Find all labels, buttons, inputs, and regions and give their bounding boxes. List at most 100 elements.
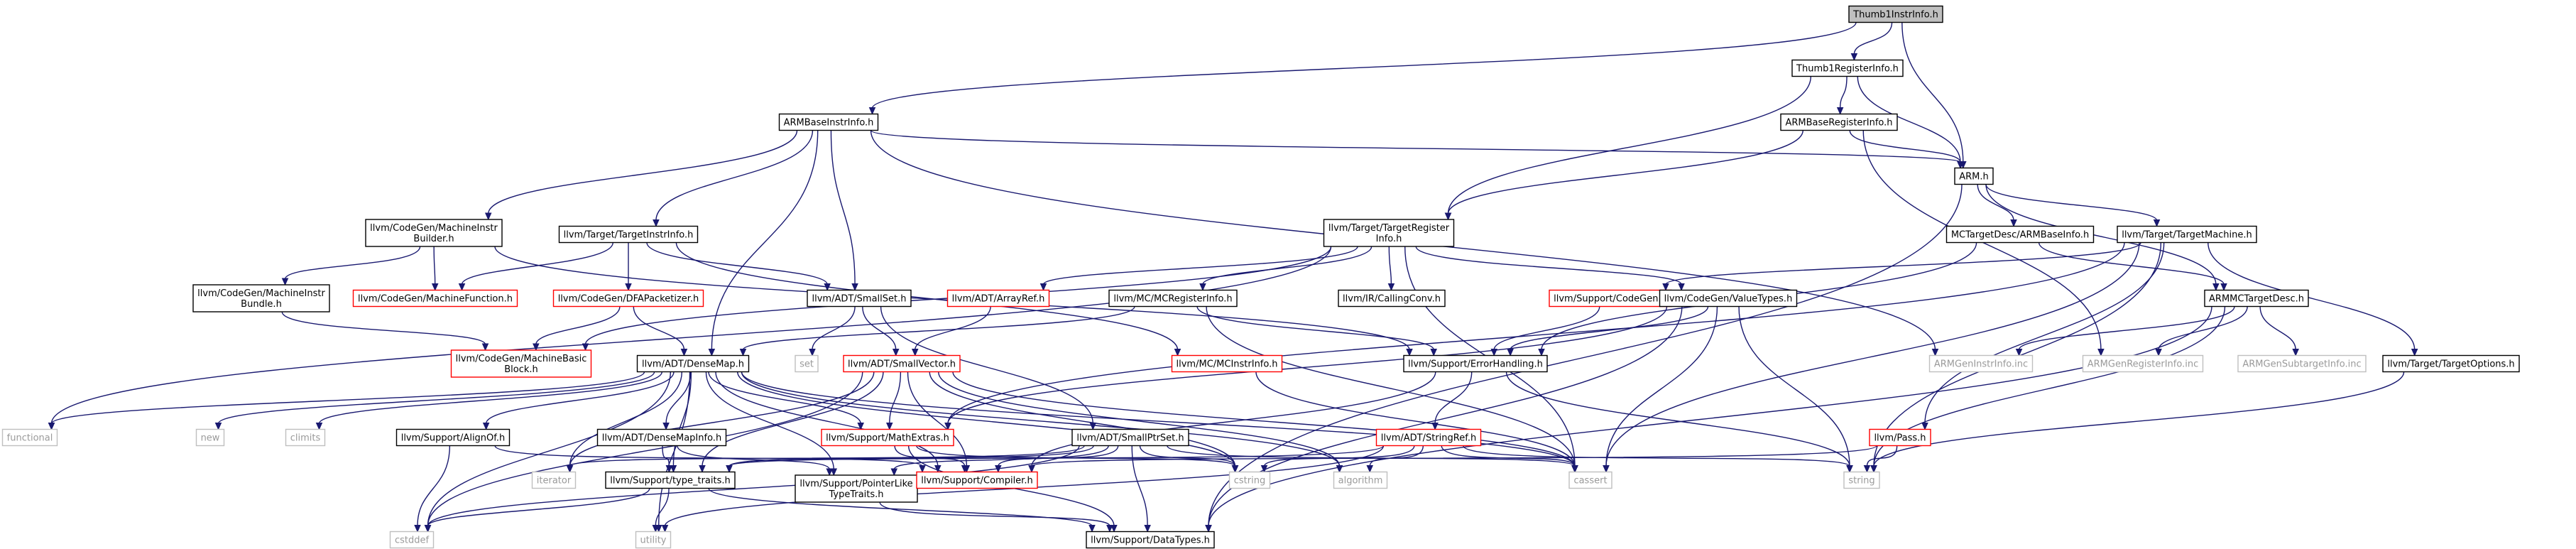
node-targetoptions[interactable]: llvm/Target/TargetOptions.h [2382,354,2520,373]
node-box [395,428,511,447]
edge-valuetypes-to-datatypes [1208,306,1683,526]
node-armbaseinstrinfo[interactable]: ARMBaseInstrInfo.h [778,113,879,131]
node-box [352,289,518,308]
node-box [2237,354,2367,373]
edge-thumb1registerinfo-to-armbaseregisterinfo [1839,76,1848,109]
node-thumb1registerinfo[interactable]: Thumb1RegisterInfo.h [1791,59,1904,77]
node-label: llvm/Support/MathExtras.h [826,433,949,444]
node-compiler[interactable]: llvm/Support/Compiler.h [916,471,1038,489]
node-label: Info.h [1376,234,1402,244]
node-pass[interactable]: llvm/Pass.h [1869,428,1931,447]
node-label: llvm/Support/CodeGen.h [1554,294,1667,305]
node-label: llvm/Target/TargetMachine.h [2122,230,2252,241]
node-label: cassert [1573,476,1607,487]
arrowhead [670,465,677,473]
node-box [531,471,577,489]
node-valuetypes[interactable]: llvm/CodeGen/ValueTypes.h [1659,289,1798,308]
node-callingconv[interactable]: llvm/IR/CallingConv.h [1338,289,1446,308]
node-box [778,113,879,131]
node-datatypes[interactable]: llvm/Support/DataTypes.h [1086,531,1215,549]
arrowhead [661,525,669,533]
node-label: ARMBaseRegisterInfo.h [1785,118,1892,129]
node-smallset[interactable]: llvm/ADT/SmallSet.h [807,289,912,308]
edge-densemap-to-cstring [737,371,1236,467]
edge-armbaseinstrinfo-to-smallset [830,130,856,285]
node-typetraits[interactable]: llvm/Support/type_traits.h [605,471,736,489]
node-stringref[interactable]: llvm/ADT/StringRef.h [1375,428,1482,447]
arrowhead [281,278,289,286]
node-armmctargetdesc[interactable]: ARMMCTargetDesc.h [2204,289,2309,308]
edge-smallptrset-to-typetraits [728,445,1094,467]
arrowhead [424,525,432,533]
node-mctargetdesc_armbaseinfo[interactable]: MCTargetDesc/ARMBaseInfo.h [1945,225,2095,244]
node-targetinstrinfo[interactable]: llvm/Target/TargetInstrInfo.h [558,225,699,244]
arrowhead [1603,465,1610,473]
node-smallvector[interactable]: llvm/ADT/SmallVector.h [843,354,961,373]
node-climits: climits [285,428,326,447]
node-armgensubtargetinfo: ARMGenSubtargetInfo.inc [2237,354,2367,373]
node-box [1869,428,1931,447]
node-box [1108,289,1238,308]
node-box [1071,428,1189,447]
edge-pass-to-string [1866,445,1898,467]
node-machinefunction[interactable]: llvm/CodeGen/MachineFunction.h [352,289,518,308]
edge-mcregisterinfo-to-errorhandling [1196,306,1434,350]
edge-mctargetdesc_armbaseinfo-to-armmctargetdesc [2038,242,2225,285]
node-label: cstring [1234,476,1265,487]
edge-valuetypes-to-mathextras [947,306,1668,424]
arrowhead [1678,283,1685,291]
edge-armbaseinstrinfo-to-targetinstrinfo [655,130,814,221]
node-densemap[interactable]: llvm/ADT/DenseMap.h [636,354,750,373]
edge-dfapacketizer-to-machinebasicblock [535,306,621,345]
node-codegen[interactable]: llvm/Support/CodeGen.h [1549,289,1672,308]
arrowhead [1430,349,1437,357]
node-box [1848,5,1943,23]
edge-alignof-to-compiler [494,445,923,467]
edge-stringref-to-string [1463,445,1850,467]
arrowhead [1387,283,1395,291]
node-label: llvm/CodeGen/MachineInstr [197,288,325,299]
arrowhead [1106,525,1113,533]
arrowhead [1444,212,1452,221]
arrowhead [414,525,421,533]
edge-densemap-to-pointerliketypetraits [705,371,834,470]
edge-targetmachine-to-cassert [1605,242,2140,467]
arrowhead [851,283,858,291]
edge-mcregisterinfo-to-cassert [1206,306,1576,467]
node-label: llvm/Support/ErrorHandling.h [1408,359,1543,370]
node-armbaseregisterinfo[interactable]: ARMBaseRegisterInfo.h [1780,113,1898,131]
node-dfapacketizer[interactable]: llvm/CodeGen/DFAPacketizer.h [552,289,704,308]
node-label: llvm/Support/PointerLike [799,479,912,489]
node-box [843,354,961,373]
node-arrayref[interactable]: llvm/ADT/ArrayRef.h [946,289,1050,308]
edge-smallvector-to-compiler [907,371,968,467]
node-targetmachine[interactable]: llvm/Target/TargetMachine.h [2117,225,2257,244]
arrowhead [826,468,833,477]
node-alignof[interactable]: llvm/Support/AlignOf.h [395,428,511,447]
node-mathextras[interactable]: llvm/Support/MathExtras.h [821,428,954,447]
arrowhead [1662,283,1669,291]
edge-densemap-to-algorithm [741,371,1341,467]
node-mcregisterinfo[interactable]: llvm/MC/MCRegisterInfo.h [1108,289,1238,308]
node-arm[interactable]: ARM.h [1954,167,1994,185]
edge-targetinstrinfo-to-smallset [646,242,828,285]
node-box [1333,471,1388,489]
node-thumb1instrinfo[interactable]: Thumb1InstrInfo.h [1848,5,1943,23]
node-mcinstrinfo[interactable]: llvm/MC/MCInstrInfo.h [1171,354,1283,373]
edge-smallset-to-smallptrset [880,306,1093,424]
node-densemapinfo[interactable]: llvm/ADT/DenseMapInfo.h [596,428,727,447]
node-box [2204,289,2309,308]
node-set: set [795,354,819,373]
edge-arm-to-mctargetdesc_armbaseinfo [1977,184,2014,221]
arrowhead [680,349,688,357]
node-smallptrset[interactable]: llvm/ADT/SmallPtrSet.h [1071,428,1189,447]
node-errorhandling[interactable]: llvm/Support/ErrorHandling.h [1403,354,1548,373]
node-algorithm: algorithm [1333,471,1388,489]
edge-targetregisterinfo-to-arrayref [1042,246,1358,286]
arrowhead [1863,465,1871,473]
